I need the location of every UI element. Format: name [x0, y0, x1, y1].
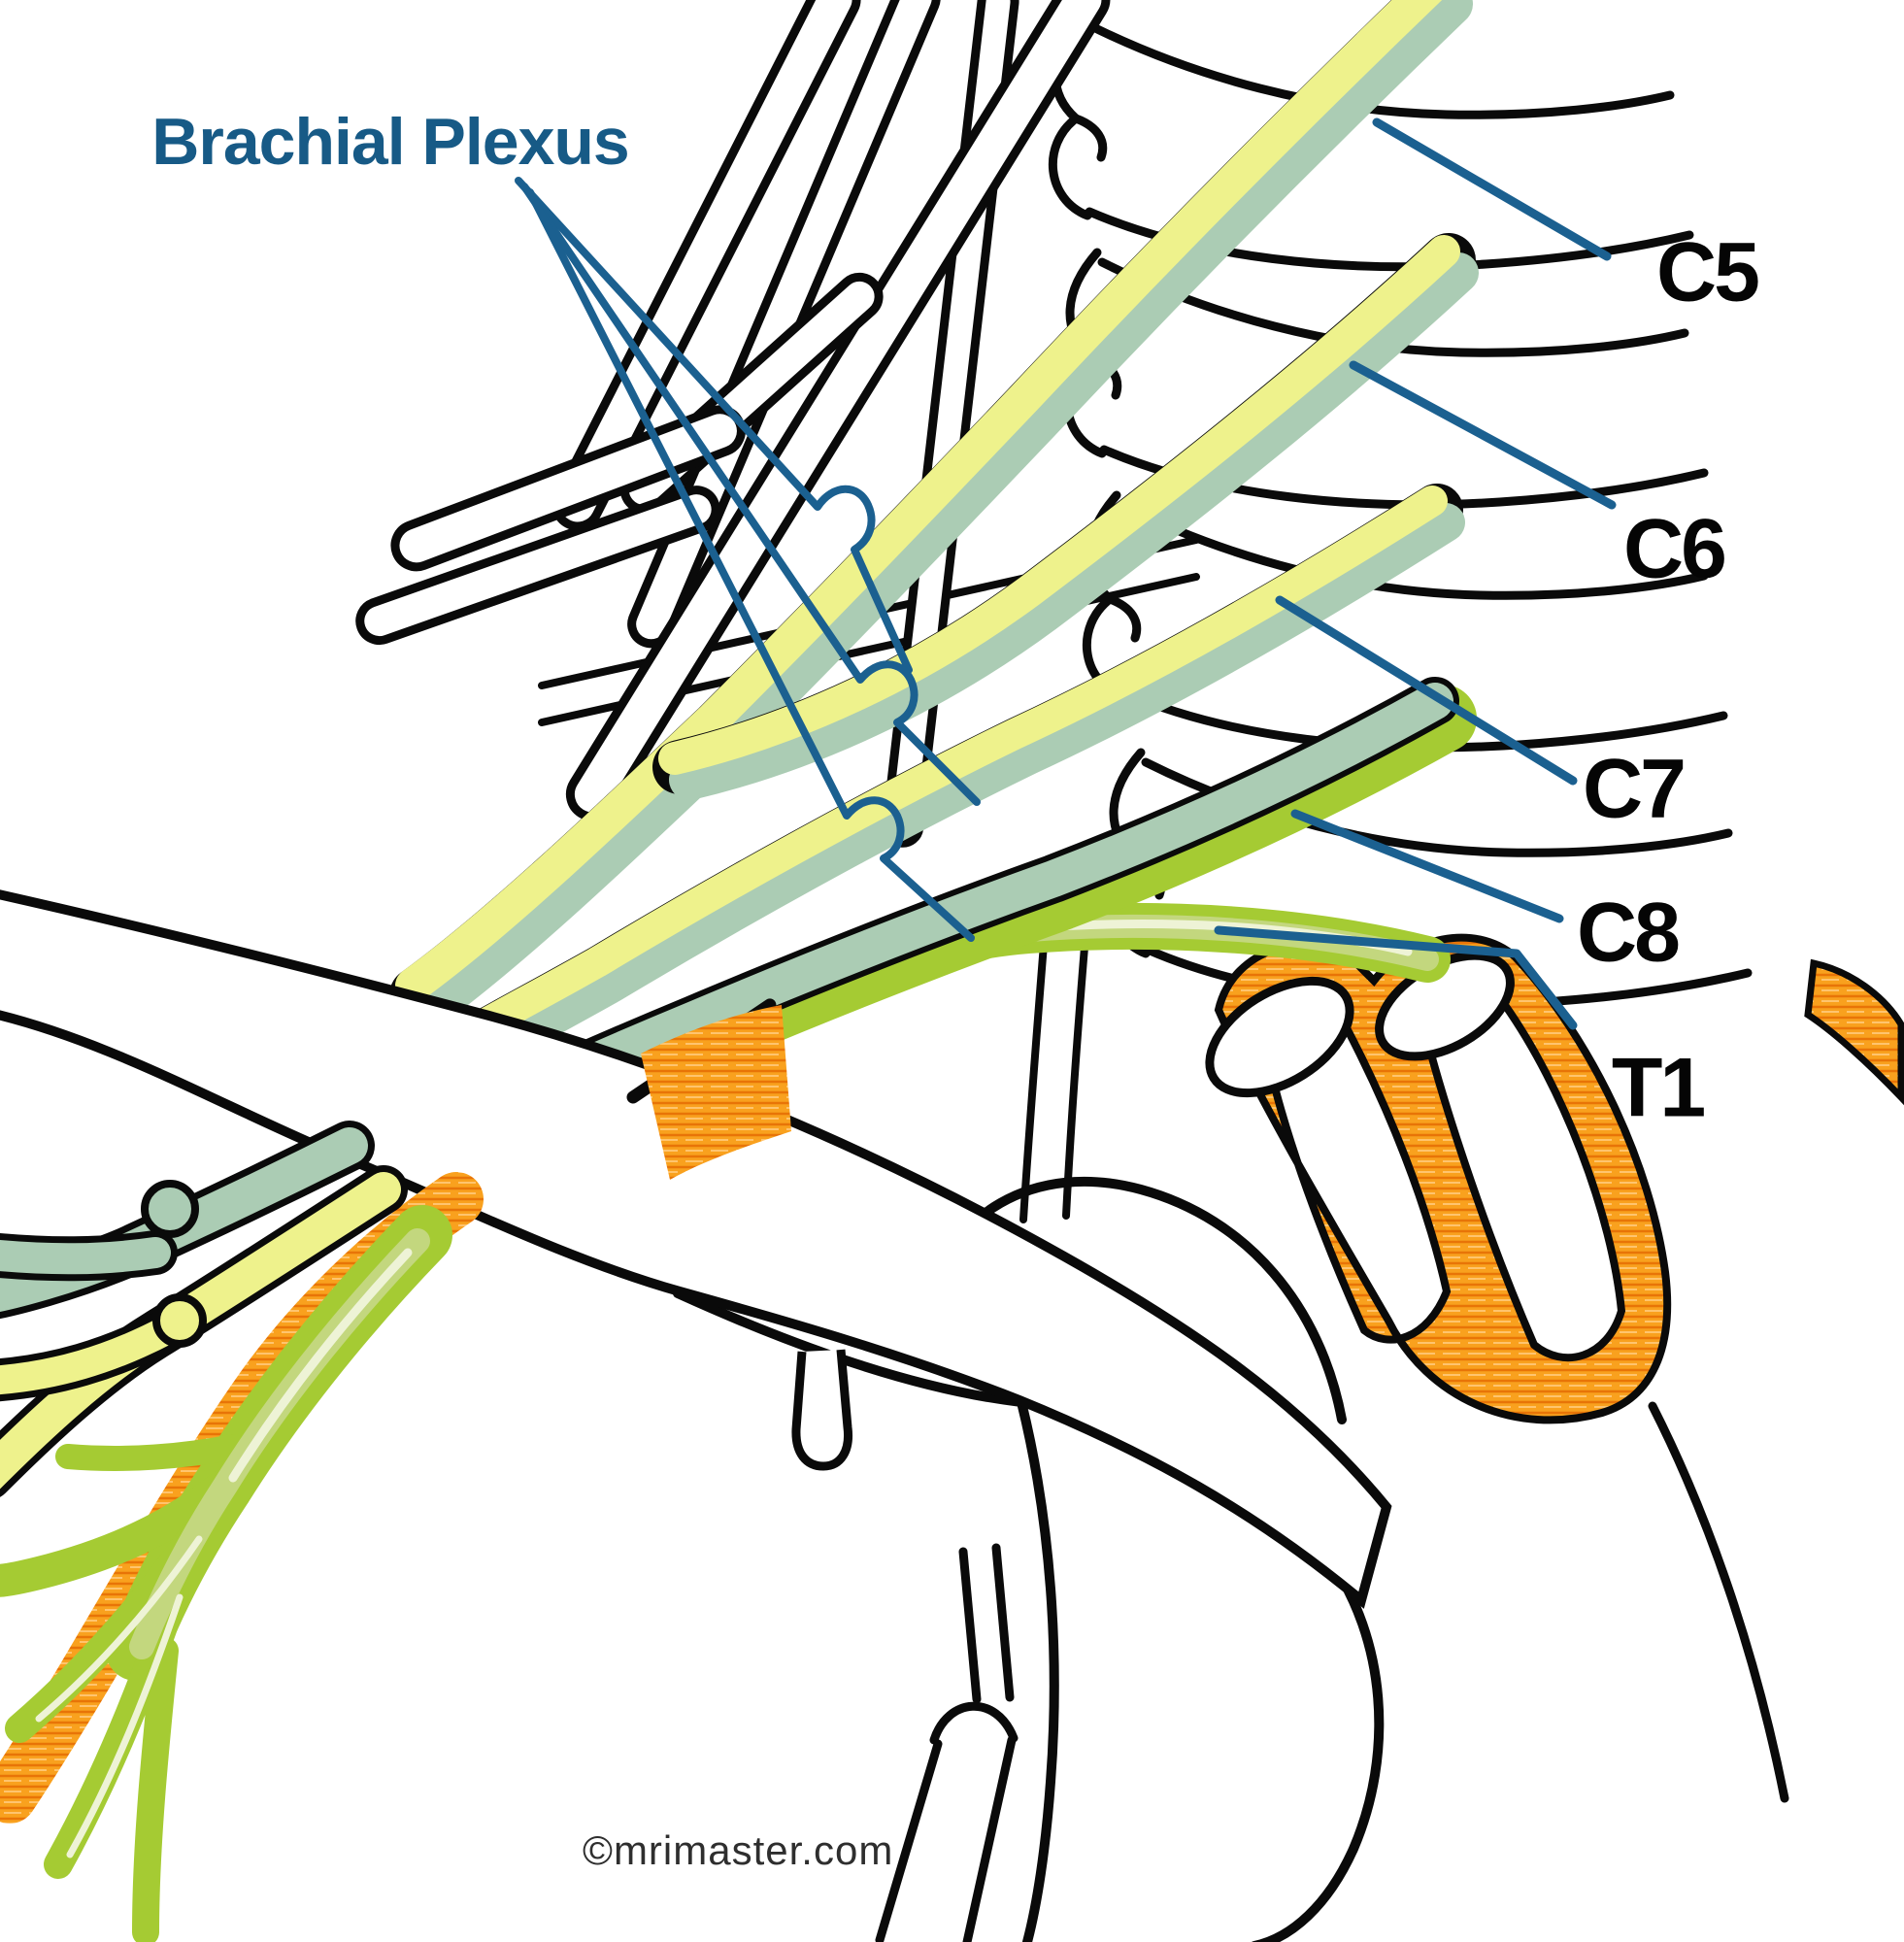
leader-c5 [1372, 117, 1612, 261]
leader-c6 [1349, 360, 1617, 510]
label-t1: T1 [1611, 1041, 1706, 1135]
leader-t1 [1214, 925, 1578, 1030]
page-title: Brachial Plexus [151, 105, 629, 179]
title-leader-lines [515, 177, 981, 942]
distal-nerve-bundle [0, 1205, 452, 1942]
label-c6: C6 [1623, 502, 1727, 596]
nerve-node [152, 1293, 207, 1348]
label-c7: C7 [1583, 742, 1687, 836]
watermark: ©mrimaster.com [583, 1827, 894, 1873]
label-c8: C8 [1577, 886, 1681, 980]
cords-below-clavicle [0, 1121, 408, 1497]
nerve-root-c5-upper-trunk [389, 0, 1473, 1030]
clavicle [0, 889, 1392, 1609]
clavicle-ligament-hook [791, 1349, 853, 1471]
scalene-muscles [355, 0, 1111, 848]
label-c5: C5 [1656, 225, 1760, 319]
ribs-orange [1205, 933, 1904, 1424]
label-leader-lines [1214, 117, 1617, 1030]
nerve-node [141, 1180, 199, 1238]
leader-c8 [1290, 809, 1564, 923]
leader-c7 [1275, 595, 1578, 786]
